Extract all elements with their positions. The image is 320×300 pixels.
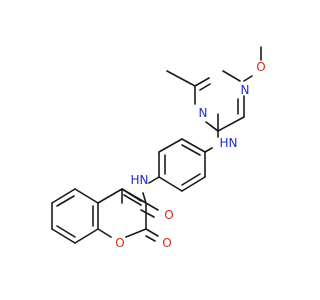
bond (97, 188, 123, 204)
bond (181, 144, 201, 156)
bond (97, 228, 112, 238)
atom-n-pyrimidine-left: N (199, 106, 208, 120)
atom-n-pyrimidine-top: N (241, 83, 250, 97)
atom-nh-amide-n: N (140, 173, 149, 187)
atom-nh-amine-n: N (229, 136, 238, 150)
bond (205, 121, 219, 132)
bond (158, 176, 183, 192)
bond (243, 75, 253, 82)
bond (181, 176, 206, 192)
bond (123, 194, 142, 206)
atom-labels: N N O H N N H O O O (115, 60, 265, 250)
bond (217, 116, 245, 132)
bond (181, 138, 206, 153)
molecule-diagram: N N O H N N H O O O (51, 46, 266, 250)
bond (51, 228, 76, 244)
bond (166, 70, 196, 87)
bond (222, 70, 241, 82)
bond (125, 228, 147, 238)
bond (145, 202, 159, 211)
bond (142, 192, 147, 204)
atom-o-lactone-carbonyl: O (162, 236, 171, 250)
bond (56, 225, 76, 238)
bond (56, 195, 75, 207)
bond (51, 188, 76, 204)
bond (158, 138, 183, 153)
structure-svg: N N O H N N H O O O (51, 46, 266, 250)
bond (148, 176, 160, 184)
atom-o-methoxy: O (256, 60, 265, 74)
bond (181, 173, 201, 186)
bonds (51, 46, 262, 244)
atom-o-amide-carbonyl: O (164, 208, 173, 222)
bond (199, 83, 211, 91)
bond (145, 228, 159, 237)
atom-nh-amide-h: H (130, 173, 139, 187)
bond (74, 188, 99, 204)
bond (74, 228, 99, 244)
atom-nh-amine-h: H (219, 136, 228, 150)
bond (121, 188, 147, 204)
bond (140, 209, 155, 218)
bond (194, 77, 210, 87)
atom-o-ring: O (115, 236, 124, 250)
bond (145, 235, 156, 242)
bond (204, 147, 213, 153)
